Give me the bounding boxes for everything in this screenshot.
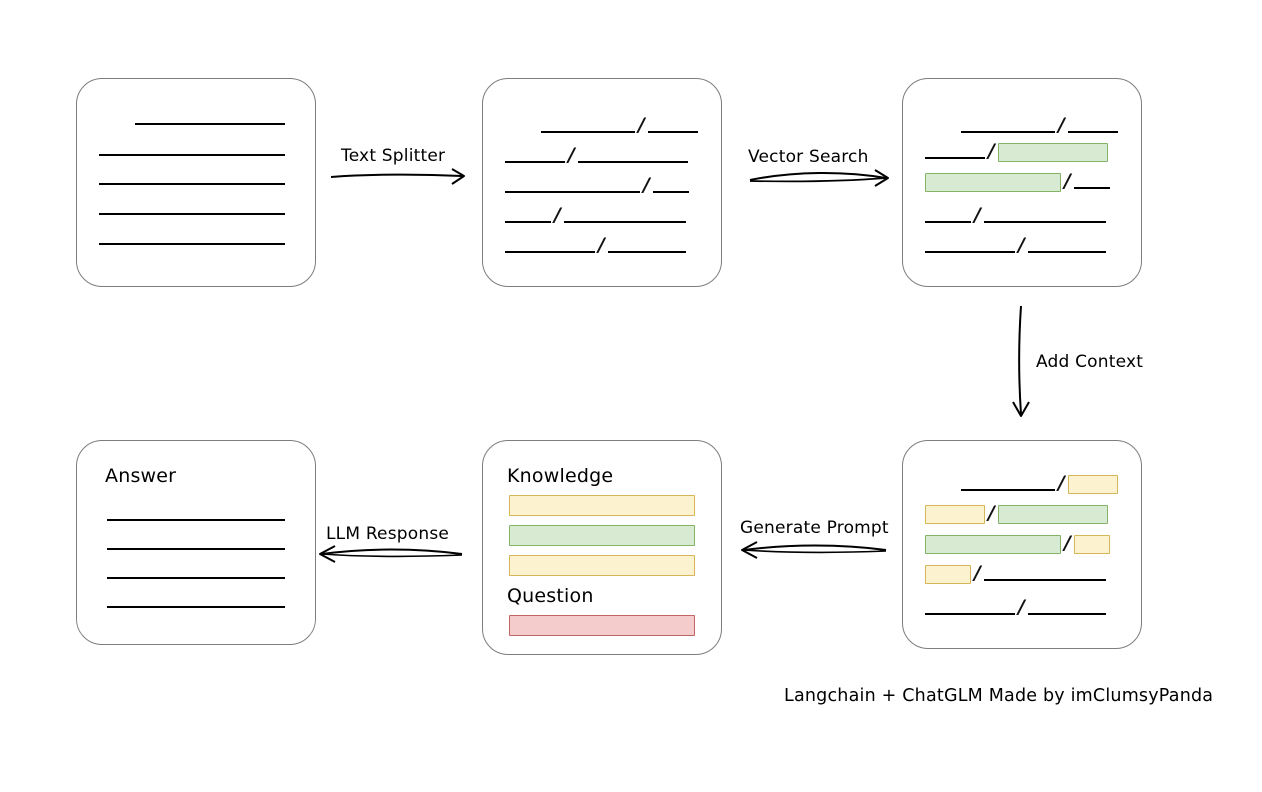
answer-heading: Answer bbox=[105, 465, 177, 487]
chunk-segment bbox=[925, 251, 1015, 253]
chunk-segment bbox=[577, 161, 688, 163]
chunk-segment bbox=[563, 221, 686, 223]
chunk-separator: / bbox=[1058, 113, 1065, 136]
chunk-separator: / bbox=[643, 173, 650, 196]
knowledge-bar bbox=[509, 495, 695, 516]
chunk-segment bbox=[1027, 251, 1106, 253]
arrow-vector-search bbox=[749, 169, 889, 187]
chunk-separator: / bbox=[1058, 471, 1065, 494]
chunk-row: / bbox=[925, 501, 1108, 524]
question-bar bbox=[509, 615, 695, 636]
chunk-row: / bbox=[505, 143, 688, 166]
matched-chunk-highlight bbox=[997, 142, 1108, 162]
chunk-segment bbox=[961, 489, 1055, 491]
document-line bbox=[99, 243, 285, 245]
chunk-separator: / bbox=[568, 143, 575, 166]
chunk-segment bbox=[925, 157, 985, 159]
footer-credit: Langchain + ChatGLM Made by imClumsyPand… bbox=[784, 686, 1214, 706]
chunk-segment bbox=[961, 131, 1055, 133]
answer-box[interactable]: Answer bbox=[76, 440, 316, 645]
arrow-text-splitter bbox=[330, 168, 465, 185]
document-line bbox=[99, 154, 285, 156]
matched-chunks-box[interactable]: / / / / / bbox=[902, 78, 1142, 287]
chunk-separator: / bbox=[598, 233, 605, 256]
chunk-row: / bbox=[505, 203, 686, 226]
context-chunk-highlight bbox=[1073, 534, 1110, 554]
context-chunks-box[interactable]: / / / / / bbox=[902, 440, 1142, 649]
chunk-separator: / bbox=[638, 113, 645, 136]
chunk-row: / bbox=[925, 169, 1110, 192]
chunk-row: / bbox=[925, 203, 1106, 226]
edge-label-vector-search: Vector Search bbox=[748, 147, 869, 167]
chunk-separator: / bbox=[554, 203, 561, 226]
arrow-add-context bbox=[1012, 305, 1030, 417]
chunk-segment bbox=[505, 191, 640, 193]
chunk-row: / bbox=[925, 561, 1106, 584]
knowledge-heading: Knowledge bbox=[507, 465, 614, 487]
chunk-separator: / bbox=[1064, 531, 1071, 554]
source-document-box[interactable] bbox=[76, 78, 316, 287]
matched-chunk-highlight bbox=[997, 504, 1108, 524]
context-chunk-highlight bbox=[1067, 474, 1118, 494]
answer-line bbox=[107, 606, 285, 608]
knowledge-bar bbox=[509, 525, 695, 546]
split-chunks-box[interactable]: / / / / / bbox=[482, 78, 722, 287]
chunk-segment bbox=[505, 251, 595, 253]
chunk-segment bbox=[652, 191, 689, 193]
chunk-segment bbox=[1073, 187, 1110, 189]
knowledge-bar bbox=[509, 555, 695, 576]
document-line bbox=[99, 213, 285, 215]
chunk-row: / bbox=[505, 233, 686, 256]
chunk-separator: / bbox=[1018, 595, 1025, 618]
chunk-segment bbox=[1067, 131, 1118, 133]
chunk-row: / bbox=[961, 113, 1118, 136]
chunk-segment bbox=[983, 579, 1106, 581]
arrow-llm-response bbox=[319, 545, 463, 563]
arrow-generate-prompt bbox=[741, 541, 887, 559]
chunk-segment bbox=[505, 221, 551, 223]
chunk-row: / bbox=[961, 471, 1118, 494]
chunk-segment bbox=[607, 251, 686, 253]
chunk-separator: / bbox=[1064, 169, 1071, 192]
document-line bbox=[135, 123, 285, 125]
chunk-segment bbox=[925, 613, 1015, 615]
answer-line bbox=[107, 548, 285, 550]
chunk-row: / bbox=[505, 173, 689, 196]
edge-label-add-context: Add Context bbox=[1036, 352, 1144, 372]
matched-chunk-highlight bbox=[925, 172, 1061, 192]
prompt-box[interactable]: Knowledge Question bbox=[482, 440, 722, 655]
chunk-row: / bbox=[925, 233, 1106, 256]
answer-line bbox=[107, 519, 285, 521]
answer-line bbox=[107, 577, 285, 579]
question-heading: Question bbox=[507, 585, 594, 607]
matched-chunk-highlight bbox=[925, 534, 1061, 554]
chunk-separator: / bbox=[974, 203, 981, 226]
chunk-segment bbox=[983, 221, 1106, 223]
context-chunk-highlight bbox=[925, 504, 985, 524]
chunk-row: / bbox=[541, 113, 698, 136]
context-chunk-highlight bbox=[925, 564, 971, 584]
chunk-separator: / bbox=[1018, 233, 1025, 256]
chunk-segment bbox=[505, 161, 565, 163]
chunk-segment bbox=[925, 221, 971, 223]
chunk-row: / bbox=[925, 531, 1110, 554]
chunk-segment bbox=[1027, 613, 1106, 615]
document-line bbox=[99, 183, 285, 185]
edge-label-llm-response: LLM Response bbox=[326, 524, 450, 544]
chunk-separator: / bbox=[974, 561, 981, 584]
chunk-segment bbox=[541, 131, 635, 133]
chunk-segment bbox=[647, 131, 698, 133]
chunk-row: / bbox=[925, 595, 1106, 618]
edge-label-text-splitter: Text Splitter bbox=[341, 146, 446, 166]
chunk-separator: / bbox=[988, 139, 995, 162]
edge-label-generate-prompt: Generate Prompt bbox=[740, 518, 889, 538]
chunk-separator: / bbox=[988, 501, 995, 524]
chunk-row: / bbox=[925, 139, 1108, 162]
